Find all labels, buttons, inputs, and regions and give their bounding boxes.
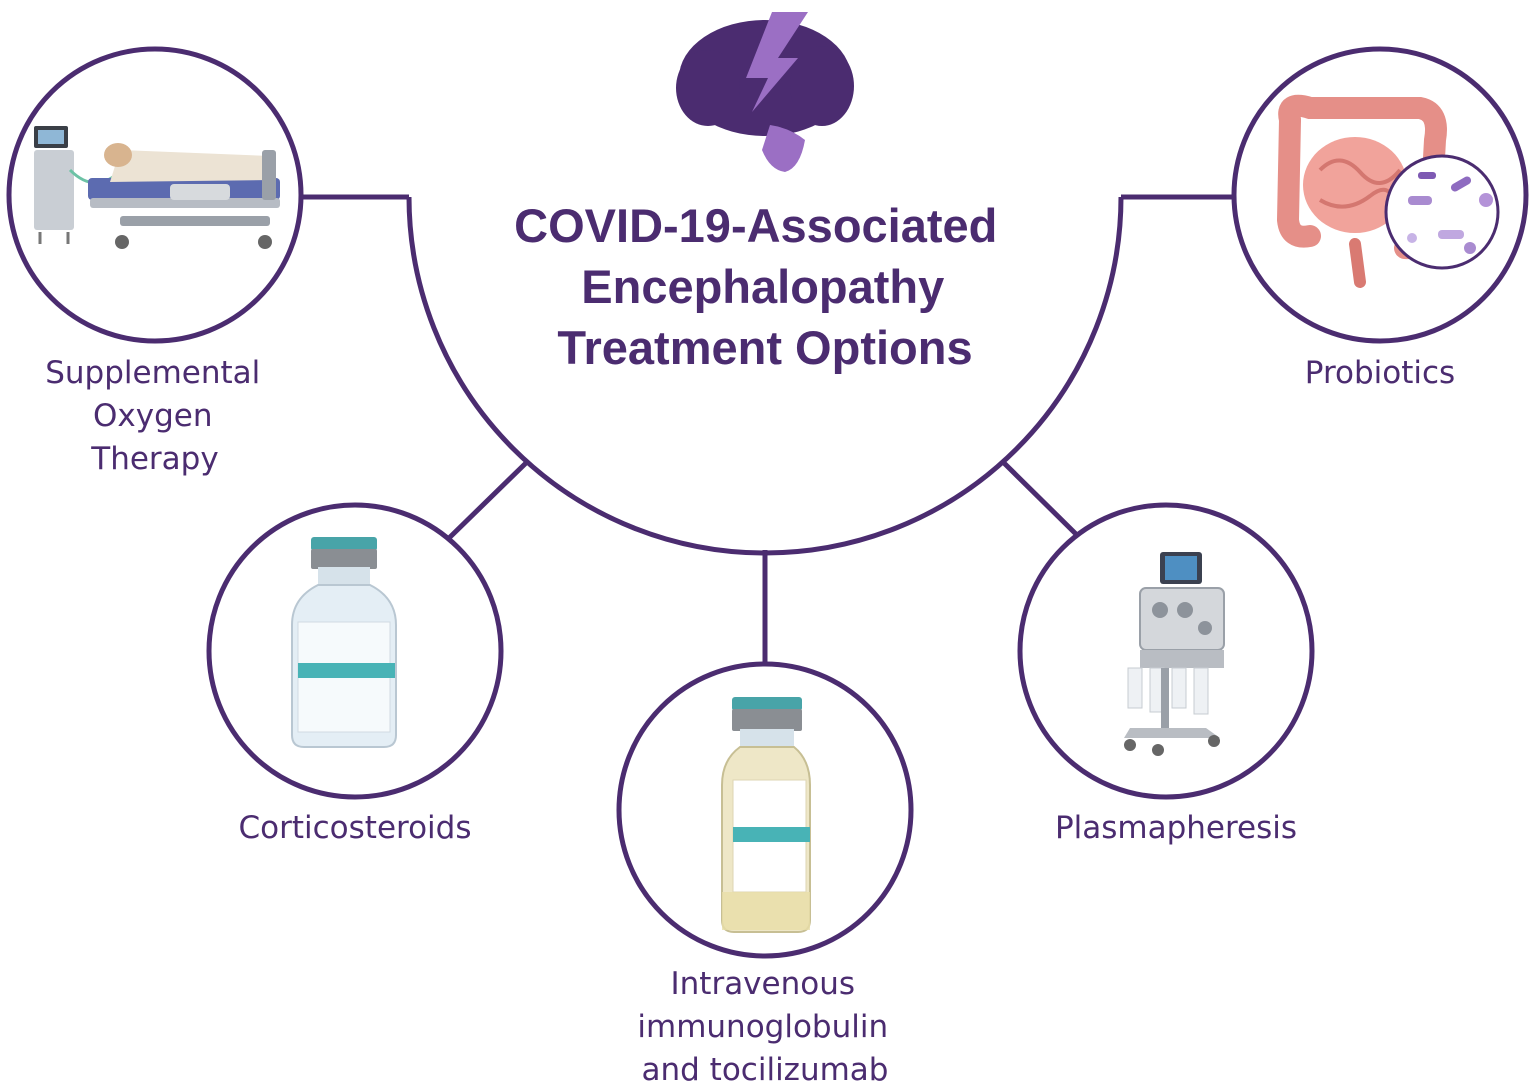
label-probiotics: Probiotics <box>1305 355 1455 391</box>
label-oxygen: Supplemental Oxygen Therapy <box>45 355 265 477</box>
node-oxygen <box>6 46 304 344</box>
clear-vial-icon <box>291 537 397 748</box>
node-probiotics <box>1231 46 1529 344</box>
diagram-title: COVID-19-Associated Encephalopathy Treat… <box>514 199 1002 374</box>
intestines-bacteria-icon <box>1276 94 1500 288</box>
title-line-1: COVID-19-Associated <box>514 199 997 252</box>
hospital-bed-ventilator-icon <box>34 126 280 249</box>
node-corticosteroids <box>206 502 504 800</box>
label-ivig: Intravenous immunoglobulin and tocilizum… <box>637 966 892 1087</box>
title-line-3: Treatment Options <box>557 321 972 374</box>
node-plasmapheresis <box>1017 502 1315 800</box>
title-line-2: Encephalopathy <box>581 260 944 313</box>
brain-lightning-icon <box>676 12 854 172</box>
label-corticosteroids: Corticosteroids <box>239 810 472 846</box>
yellow-vial-icon <box>721 697 811 933</box>
plasmapheresis-machine-icon <box>1124 552 1225 756</box>
connector-corticosteroids <box>445 460 529 542</box>
connectors <box>300 194 1233 663</box>
label-plasmapheresis: Plasmapheresis <box>1055 810 1297 846</box>
node-ivig <box>616 661 914 959</box>
connector-plasmapheresis <box>1001 460 1084 542</box>
